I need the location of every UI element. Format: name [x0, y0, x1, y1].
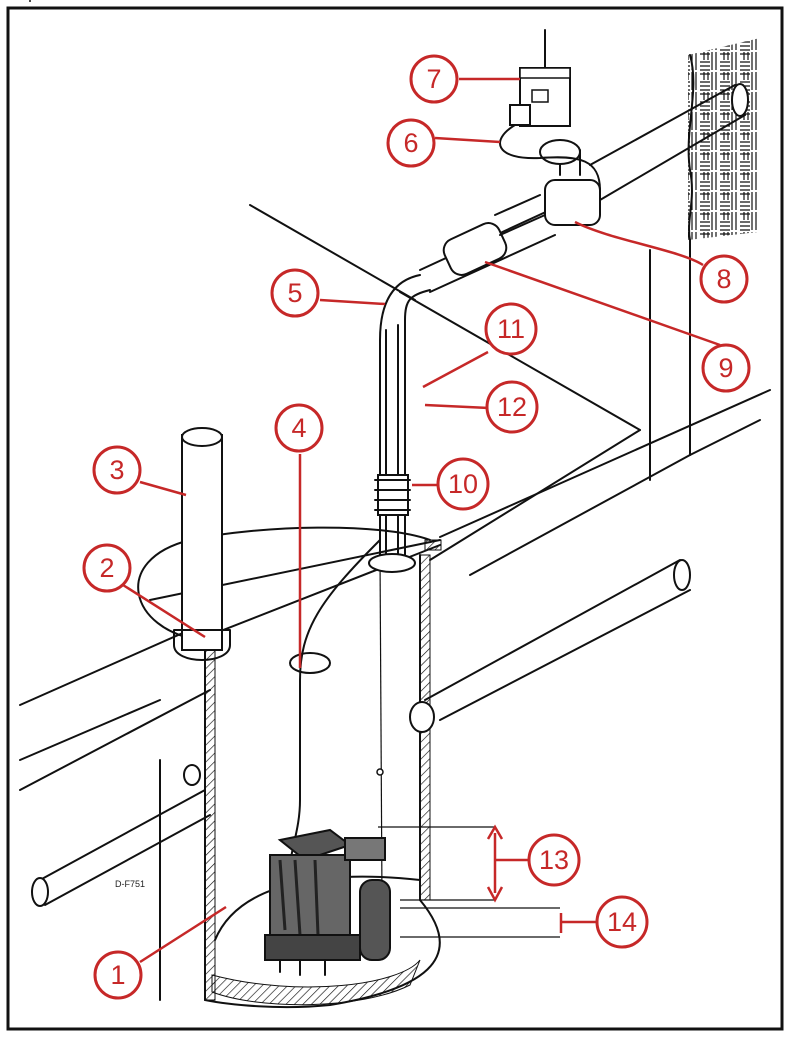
callout-label: 13 — [539, 845, 569, 875]
callout-label: 4 — [291, 413, 306, 443]
callout-13: 13 — [527, 833, 581, 887]
discharge-pipe — [368, 274, 431, 573]
callout-10: 10 — [436, 457, 490, 511]
callout-label: 8 — [716, 264, 731, 294]
callout-label: 11 — [497, 314, 525, 344]
callout-label: 10 — [448, 469, 478, 499]
callout-label: 12 — [497, 392, 527, 422]
callout-label: 14 — [607, 907, 637, 937]
callout-11: 11 — [484, 302, 538, 356]
level-dimension-lines — [378, 826, 560, 938]
vent-pipe — [173, 427, 231, 661]
drawing-code: D-F751 — [115, 879, 145, 889]
callout-1: 1 — [93, 950, 143, 1000]
callout-12: 12 — [485, 380, 539, 434]
callout-group: 1 2 3 4 5 6 7 8 — [82, 54, 751, 1000]
callout-8: 8 — [699, 254, 749, 304]
inlet-pipe-left — [31, 764, 211, 907]
callout-14: 14 — [595, 895, 649, 949]
callout-9: 9 — [701, 343, 751, 393]
callout-5: 5 — [270, 268, 320, 318]
brick-wall — [687, 38, 760, 241]
alarm-level-mark — [376, 768, 384, 776]
callout-2: 2 — [82, 543, 132, 593]
callout-label: 5 — [287, 278, 302, 308]
inlet-pipe-right — [409, 559, 691, 733]
callout-label: 3 — [109, 455, 124, 485]
callout-label: 6 — [403, 128, 418, 158]
callout-leaders — [122, 77, 721, 964]
sump-pump — [264, 828, 391, 976]
callout-label: 7 — [426, 64, 441, 94]
callout-7: 7 — [409, 54, 459, 104]
power-cord — [499, 124, 601, 191]
callout-label: 9 — [718, 353, 733, 383]
callout-6: 6 — [386, 118, 436, 168]
electrical-outlet — [509, 29, 571, 127]
callout-4: 4 — [274, 403, 324, 453]
callout-3: 3 — [92, 445, 142, 495]
callout-label: 2 — [99, 553, 114, 583]
diagram-frame — [6, 6, 784, 1031]
callout-label: 1 — [110, 960, 125, 990]
